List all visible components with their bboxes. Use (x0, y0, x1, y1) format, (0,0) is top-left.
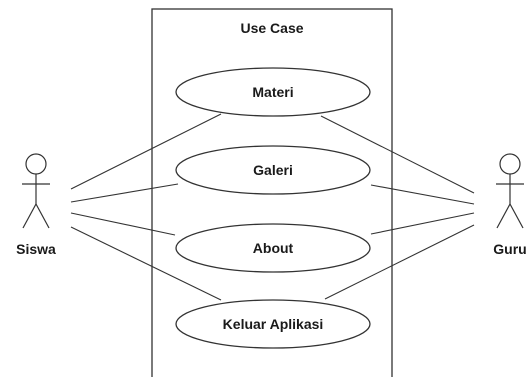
stick-figure-icon (22, 153, 50, 229)
stick-figure-icon (496, 153, 524, 229)
association-siswa-galeri (70, 183, 179, 203)
association-siswa-about (70, 212, 176, 236)
association-guru-about (370, 212, 475, 235)
association-siswa-materi (70, 113, 222, 190)
use-case-about: About (175, 223, 371, 273)
association-guru-materi (320, 115, 475, 194)
system-title: Use Case (240, 20, 303, 36)
association-guru-galeri (370, 184, 475, 205)
association-siswa-keluar (70, 226, 222, 301)
use-case-materi: Materi (175, 67, 371, 117)
use-case-galeri-ellipse (175, 145, 371, 195)
actor-guru: Guru (493, 153, 527, 257)
use-case-materi-label: Materi (252, 84, 293, 100)
use-case-materi-ellipse (175, 67, 371, 117)
use-case-keluar-aplikasi: Keluar Aplikasi (175, 299, 371, 349)
associations (70, 113, 475, 301)
actor-guru-label: Guru (493, 241, 526, 257)
use-case-about-label: About (253, 240, 294, 256)
use-case-galeri-label: Galeri (253, 162, 293, 178)
association-guru-keluar (324, 224, 475, 300)
use-case-about-ellipse (175, 223, 371, 273)
actor-siswa: Siswa (16, 153, 56, 257)
use-case-galeri: Galeri (175, 145, 371, 195)
use-case-keluar-aplikasi-ellipse (175, 299, 371, 349)
use-case-keluar-aplikasi-label: Keluar Aplikasi (223, 316, 324, 332)
actor-siswa-label: Siswa (16, 241, 56, 257)
